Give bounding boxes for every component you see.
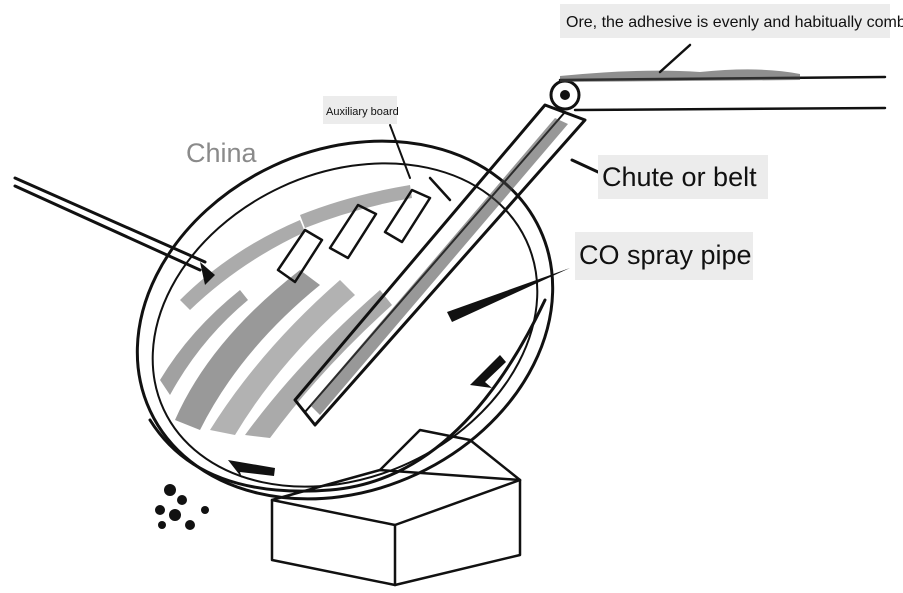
spray-pipe	[13, 176, 215, 285]
discharge-pellets	[155, 484, 209, 530]
pelletizing-pan	[135, 139, 555, 501]
label-bg-chute	[598, 155, 768, 199]
arrow-right-side	[470, 355, 506, 388]
label-china: China	[186, 138, 258, 168]
label-co-spray-pipe: CO spray pipe	[579, 240, 752, 270]
pedestal-base	[270, 428, 522, 587]
pellet-bed	[160, 185, 412, 438]
label-chute-or-belt: Chute or belt	[602, 162, 757, 192]
arrow-bottom	[228, 460, 275, 478]
label-bg-aux	[323, 96, 397, 124]
label-bg-ore	[560, 4, 890, 38]
label-bg-spray	[575, 232, 753, 280]
feed-conveyor	[558, 69, 887, 112]
auxiliary-boards	[276, 176, 452, 284]
label-ore-adhesive: Ore, the adhesive is evenly and habitual…	[566, 14, 903, 31]
rotation-arrows	[228, 355, 506, 478]
leader-lines	[389, 43, 692, 322]
label-auxiliary-board: Auxiliary board	[326, 106, 399, 118]
